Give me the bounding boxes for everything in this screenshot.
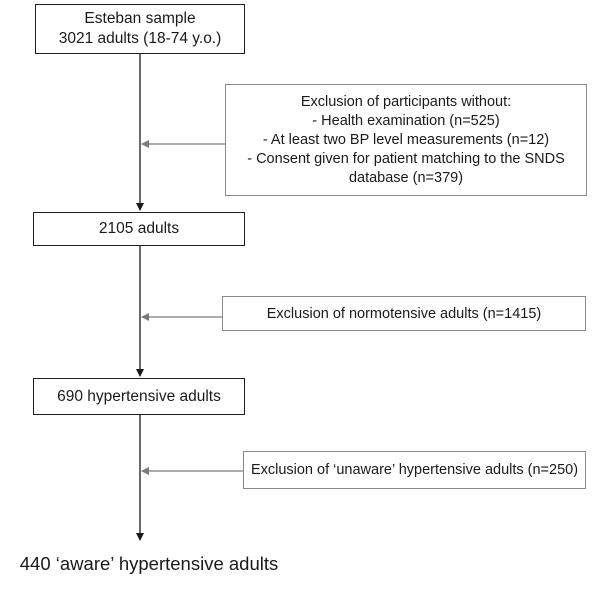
exclusion-box-3: Exclusion of ‘unaware’ hypertensive adul…: [243, 451, 586, 489]
final-aware-hypertensive-label: 440 ‘aware’ hypertensive adults: [19, 552, 279, 574]
step-690-hypertensive-label: 690 hypertensive adults: [57, 387, 221, 405]
start-box-line-1: Esteban sample: [84, 10, 196, 27]
exclusion-1-item-bp: - At least two BP level measurements (n=…: [262, 131, 550, 148]
exclusion-1-item-consent-cont: database (n=379): [348, 169, 464, 186]
step-2105-adults-label: 2105 adults: [98, 220, 180, 237]
exclusion-box-2: Exclusion of normotensive adults (n=1415…: [222, 296, 586, 331]
exclusion-2-label: Exclusion of normotensive adults (n=1415…: [266, 305, 542, 322]
step-690-hypertensive-box: 690 hypertensive adults: [33, 378, 245, 415]
exclusion-3-label: Exclusion of ‘unaware’ hypertensive adul…: [250, 462, 579, 478]
exclusion-1-item-health: - Health examination (n=525): [312, 112, 500, 129]
exclusion-1-heading: Exclusion of participants without:: [300, 93, 512, 110]
final-aware-hypertensive-box: 440 ‘aware’ hypertensive adults: [2, 542, 296, 585]
step-2105-adults-box: 2105 adults: [33, 212, 245, 246]
exclusion-1-item-consent: - Consent given for patient matching to …: [247, 150, 565, 167]
exclusion-box-1: Exclusion of participants without: - Hea…: [225, 84, 587, 196]
start-box-line-2: 3021 adults (18-74 y.o.): [58, 30, 222, 47]
start-box: Esteban sample 3021 adults (18-74 y.o.): [35, 4, 245, 54]
